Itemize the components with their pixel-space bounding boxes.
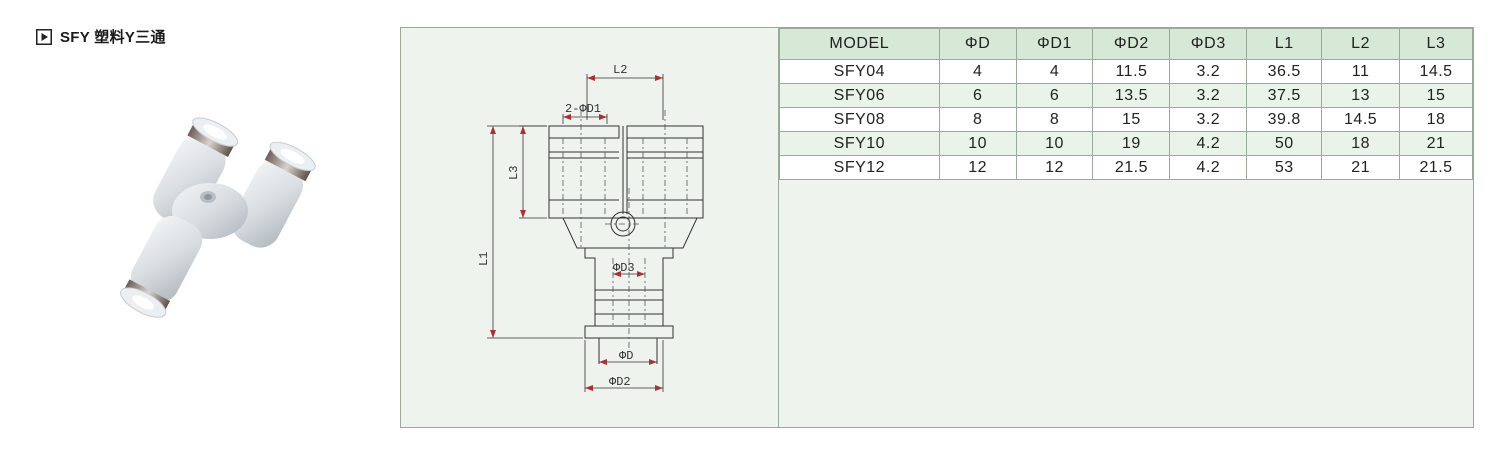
- table-cell: 50: [1246, 131, 1323, 156]
- col-header: ΦD: [938, 28, 1017, 60]
- dim-d: ΦD: [619, 349, 633, 363]
- dim-d1: 2-ΦD1: [565, 102, 601, 116]
- table-cell: SFY12: [779, 155, 940, 180]
- dim-l2: L2: [613, 63, 627, 77]
- play-icon: [36, 28, 52, 45]
- table-cell: 53: [1246, 155, 1323, 180]
- table-cell: 3.2: [1169, 107, 1248, 132]
- dim-l3: L3: [507, 166, 521, 180]
- table-cell: 6: [938, 83, 1017, 108]
- table-row: SFY04 4 4 11.5 3.2 36.5 11 14.5: [779, 59, 1473, 84]
- table-header-row: MODEL ΦD ΦD1 ΦD2 ΦD3 L1 L2 L3: [779, 28, 1473, 60]
- table-cell: 14.5: [1321, 107, 1401, 132]
- table-cell: SFY06: [779, 83, 940, 108]
- table-cell: 10: [1015, 131, 1094, 156]
- table-cell: 21.5: [1399, 155, 1473, 180]
- section-heading: SFY 塑料Y三通: [36, 26, 166, 47]
- table-cell: 12: [938, 155, 1017, 180]
- table-cell: 18: [1321, 131, 1401, 156]
- col-header: ΦD1: [1015, 28, 1094, 60]
- table-cell: 10: [938, 131, 1017, 156]
- technical-drawing: L2 2-ΦD1 L3 L1 ΦD3 ΦD ΦD2: [401, 28, 779, 427]
- table-cell: SFY10: [779, 131, 940, 156]
- table-cell: 15: [1092, 107, 1171, 132]
- col-header: MODEL: [779, 28, 940, 60]
- col-header: ΦD2: [1092, 28, 1171, 60]
- spec-panel: L2 2-ΦD1 L3 L1 ΦD3 ΦD ΦD2 MODEL ΦD ΦD1 Φ…: [400, 27, 1474, 428]
- table-cell: SFY04: [779, 59, 940, 84]
- table-cell: 36.5: [1246, 59, 1323, 84]
- table-cell: SFY08: [779, 107, 940, 132]
- table-cell: 21: [1399, 131, 1473, 156]
- table-cell: 4.2: [1169, 155, 1248, 180]
- dim-l1: L1: [477, 252, 491, 266]
- dim-d3: ΦD3: [613, 261, 635, 275]
- table-cell: 8: [1015, 107, 1094, 132]
- table-cell: 4: [938, 59, 1017, 84]
- spec-table: MODEL ΦD ΦD1 ΦD2 ΦD3 L1 L2 L3 SFY04 4 4 …: [779, 28, 1473, 180]
- table-cell: 15: [1399, 83, 1473, 108]
- table-cell: 21.5: [1092, 155, 1171, 180]
- table-cell: 4: [1015, 59, 1094, 84]
- table-cell: 37.5: [1246, 83, 1323, 108]
- table-row: SFY08 8 8 15 3.2 39.8 14.5 18: [779, 107, 1473, 132]
- table-cell: 12: [1015, 155, 1094, 180]
- table-row: SFY10 10 10 19 4.2 50 18 21: [779, 131, 1473, 156]
- table-cell: 14.5: [1399, 59, 1473, 84]
- col-header: ΦD3: [1169, 28, 1248, 60]
- table-cell: 11: [1321, 59, 1401, 84]
- table-cell: 6: [1015, 83, 1094, 108]
- table-cell: 21: [1321, 155, 1401, 180]
- col-header: L1: [1246, 28, 1323, 60]
- table-row: SFY06 6 6 13.5 3.2 37.5 13 15: [779, 83, 1473, 108]
- table-cell: 39.8: [1246, 107, 1323, 132]
- table-cell: 3.2: [1169, 59, 1248, 84]
- table-cell: 8: [938, 107, 1017, 132]
- table-cell: 13: [1321, 83, 1401, 108]
- dim-d2: ΦD2: [609, 375, 631, 389]
- table-cell: 13.5: [1092, 83, 1171, 108]
- col-header: L2: [1321, 28, 1401, 60]
- table-cell: 19: [1092, 131, 1171, 156]
- table-cell: 3.2: [1169, 83, 1248, 108]
- table-cell: 18: [1399, 107, 1473, 132]
- table-cell: 4.2: [1169, 131, 1248, 156]
- table-cell: 11.5: [1092, 59, 1171, 84]
- col-header: L3: [1399, 28, 1473, 60]
- table-row: SFY12 12 12 21.5 4.2 53 21 21.5: [779, 155, 1473, 180]
- product-title: SFY 塑料Y三通: [60, 29, 166, 46]
- product-image: [120, 117, 316, 318]
